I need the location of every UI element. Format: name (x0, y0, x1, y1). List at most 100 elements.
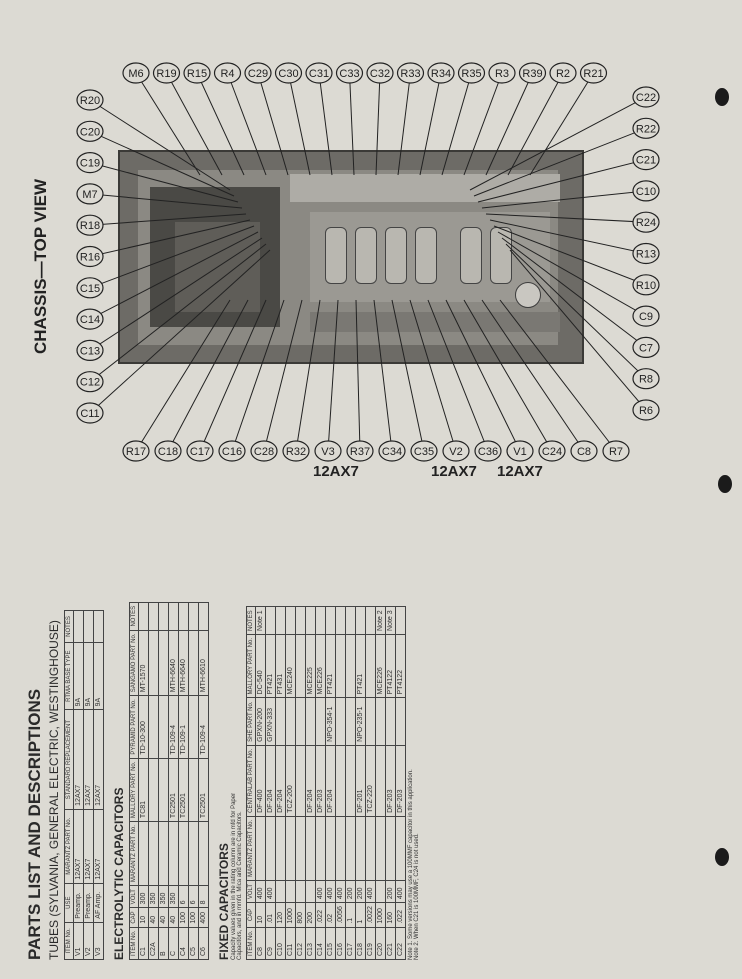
table-cell: PT421 (265, 634, 276, 698)
tube-v3 (325, 227, 347, 284)
callout-label: C18 (158, 446, 178, 458)
callout-circle (282, 440, 310, 462)
col-header: MALLORY PART No. (246, 634, 256, 698)
table-cell (375, 697, 386, 746)
leader-line (473, 127, 647, 197)
tube-label-v1: 12AX7 (497, 463, 543, 480)
callout-circle (76, 339, 104, 361)
callout-label: C29 (248, 68, 268, 80)
table-cell: 400 (265, 880, 276, 903)
callout-circle (76, 89, 104, 111)
table-cell: .0022 (365, 902, 376, 928)
table-cell (365, 697, 376, 746)
leader-line (327, 299, 339, 452)
callout-label: R15 (187, 68, 207, 80)
leader-line (196, 72, 245, 176)
table-cell: 200 (305, 902, 316, 928)
table-cell (385, 697, 396, 746)
table-cell (168, 602, 179, 631)
callout-circle (549, 62, 577, 84)
table-cell: NPO-354-1 (325, 697, 336, 746)
callout-circle (76, 120, 104, 142)
electrolytic-title: ELECTROLYTIC CAPACITORS (112, 787, 126, 960)
table-cell (365, 606, 376, 635)
callout-label: C32 (370, 68, 390, 80)
leader-line (419, 72, 442, 176)
col-header: NOTES (64, 610, 74, 643)
table-cell: 6 (188, 885, 199, 908)
table-cell: DF-203 (395, 745, 406, 817)
callout-circle (186, 440, 214, 462)
callout-label: C12 (80, 377, 100, 389)
col-header: VOLT (246, 880, 256, 903)
table-cell (395, 697, 406, 746)
callout-circle (488, 62, 516, 84)
leader-line (463, 72, 503, 176)
table-cell: PT4122 (395, 634, 406, 698)
leader-line (409, 299, 457, 452)
table-cell (295, 816, 306, 881)
table-cell (305, 697, 316, 746)
callout-label: C17 (190, 446, 210, 458)
table-cell: TC81 (138, 758, 149, 822)
col-header: CENTRALAB PART No. (246, 745, 256, 817)
table-cell (395, 606, 406, 635)
table-cell: C17 (345, 927, 356, 960)
leader-line (469, 96, 647, 191)
leader-line (89, 219, 251, 257)
table-cell: 10 (255, 902, 266, 928)
table-cell (265, 606, 276, 635)
fixed-title: FIXED CAPACITORS (217, 843, 231, 960)
table-cell: TD-109-4 (198, 695, 209, 759)
table-cell (335, 697, 346, 746)
leader-line (529, 72, 594, 176)
leader-line (505, 243, 647, 380)
leader-line (318, 72, 333, 176)
table-cell (295, 606, 306, 635)
callout-label: C14 (80, 314, 100, 326)
callout-circle (76, 152, 104, 174)
table-cell: TD-10-300 (138, 695, 149, 759)
table-cell (335, 634, 346, 698)
table-cell: 1000 (375, 902, 386, 928)
table-cell (148, 695, 159, 759)
table-cell (158, 758, 169, 822)
leader-line (349, 72, 355, 176)
table-cell (178, 602, 189, 631)
callout-circle (218, 440, 246, 462)
table-cell (315, 697, 326, 746)
callout-label: R2 (556, 68, 570, 80)
table-cell (325, 816, 336, 881)
table-cell (158, 630, 169, 696)
callout-label: C35 (414, 446, 434, 458)
callout-label: R33 (400, 68, 420, 80)
table-cell: C22 (395, 927, 406, 960)
table-cell (148, 630, 159, 696)
col-header: RTMA BASE TYPE (64, 642, 74, 710)
table-cell: C9 (265, 927, 276, 960)
tube-label-v3: 12AX7 (313, 463, 359, 480)
table-cell: C5 (188, 927, 199, 960)
callout-circle (244, 62, 272, 84)
leader-line (481, 299, 585, 452)
leader-line (199, 299, 267, 452)
callout-circle (76, 402, 104, 424)
table-cell: MTH-6640 (168, 630, 179, 696)
table-cell (295, 634, 306, 698)
table-cell: MCE226 (315, 634, 326, 698)
table-cell: PT421 (355, 634, 366, 698)
table-cell (188, 821, 199, 886)
leader-line (288, 72, 311, 176)
table-cell (375, 745, 386, 817)
table-cell: 400 (335, 880, 346, 903)
leader-line (485, 72, 533, 176)
table-cell: .022 (315, 902, 326, 928)
